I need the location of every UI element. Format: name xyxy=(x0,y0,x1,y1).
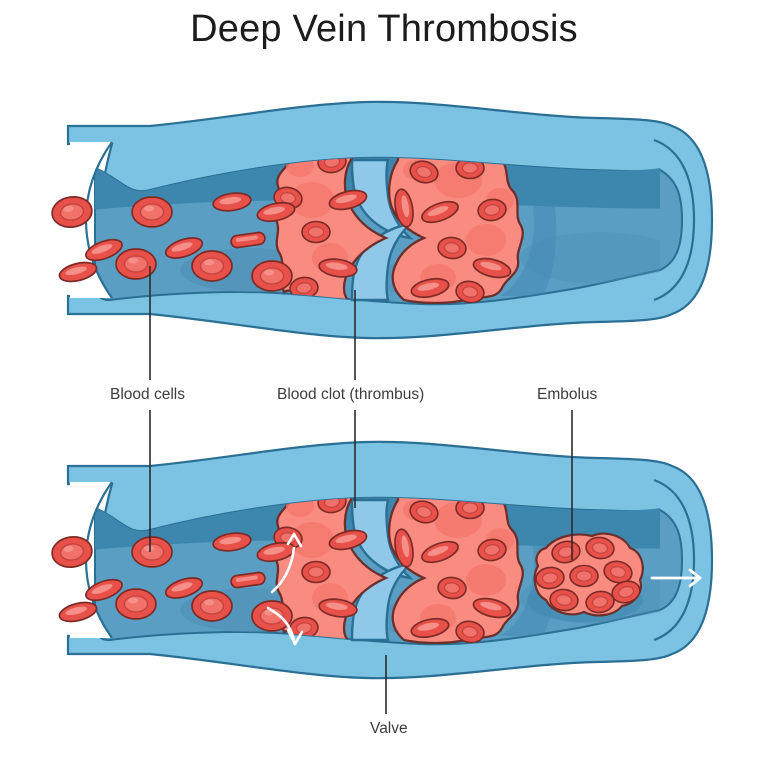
blood-clot-bottom xyxy=(271,497,557,645)
embolus xyxy=(527,532,644,622)
leader-lines xyxy=(149,266,573,714)
flow-arrows-turbulent xyxy=(266,532,304,646)
page-title: Deep Vein Thrombosis xyxy=(190,8,578,50)
vessel-cutaway-bottom xyxy=(70,482,112,638)
blood-clot-top xyxy=(271,157,557,305)
label-valve: Valve xyxy=(370,720,408,737)
vessel-cutaway-top xyxy=(70,142,112,298)
label-blood-clot: Blood clot (thrombus) xyxy=(277,386,425,403)
vessel-cap-bottom xyxy=(653,478,696,642)
label-embolus: Embolus xyxy=(537,386,598,403)
label-blood-cells: Blood cells xyxy=(110,386,185,403)
upper-vessel xyxy=(49,100,714,340)
vessel-cap-top xyxy=(653,138,696,302)
lower-vessel xyxy=(49,440,714,680)
flow-arrow-downstream xyxy=(650,568,702,588)
